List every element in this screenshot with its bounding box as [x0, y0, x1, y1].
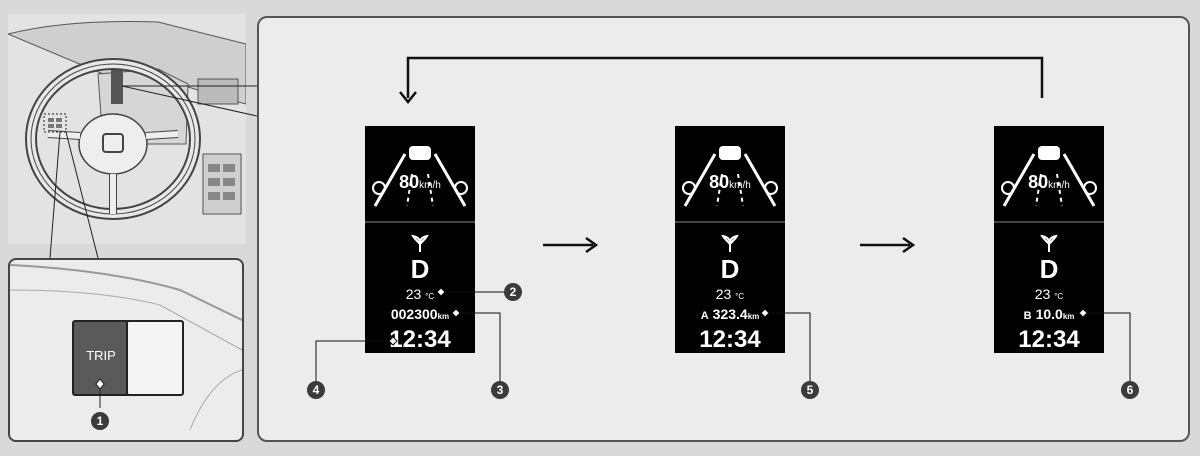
- gear-indicator: D: [1039, 254, 1059, 284]
- callout-4: 4: [307, 381, 325, 399]
- speed-readout: 80km/h: [709, 172, 751, 192]
- clock: 12:34: [699, 326, 761, 353]
- callout-3: 3: [491, 381, 509, 399]
- gear-indicator: D: [720, 254, 740, 284]
- arrow-right-icon: [860, 236, 916, 254]
- callout-1: 1: [91, 412, 109, 430]
- odometer: 002300km: [390, 306, 450, 322]
- trip-button-closeup: TRIP 1: [8, 258, 244, 442]
- leaf-icon: [411, 234, 429, 252]
- clock: 12:34: [1018, 326, 1080, 353]
- outside-temperature: 23 °C: [1034, 286, 1064, 302]
- callout-6: 6: [1121, 381, 1139, 399]
- speed-readout: 80km/h: [1028, 172, 1070, 192]
- car-interior-illustration: [6, 14, 247, 244]
- outside-temperature: 23 °C: [715, 286, 745, 302]
- outside-temperature: 23 °C: [405, 286, 435, 302]
- arrow-right-icon: [543, 236, 599, 254]
- gear-indicator: D: [410, 254, 430, 284]
- leaf-icon: [1040, 234, 1058, 252]
- leaf-icon: [721, 234, 739, 252]
- lead-car-icon: [1038, 146, 1060, 160]
- clock: 12:34: [389, 326, 451, 353]
- speed-readout: 80km/h: [399, 172, 441, 192]
- return-arrow-icon: [399, 56, 1044, 105]
- steering-wheel-icon: [6, 14, 247, 244]
- lead-car-icon: [409, 146, 431, 160]
- lane-assist-icon: [1001, 146, 1097, 207]
- callout-5: 5: [801, 381, 819, 399]
- lane-assist-icon: [372, 146, 468, 207]
- trip-button-label: TRIP: [86, 348, 116, 363]
- adjacent-button[interactable]: [126, 320, 184, 396]
- lane-assist-icon: [682, 146, 778, 207]
- callout-2: 2: [504, 283, 522, 301]
- lead-car-icon: [719, 146, 741, 160]
